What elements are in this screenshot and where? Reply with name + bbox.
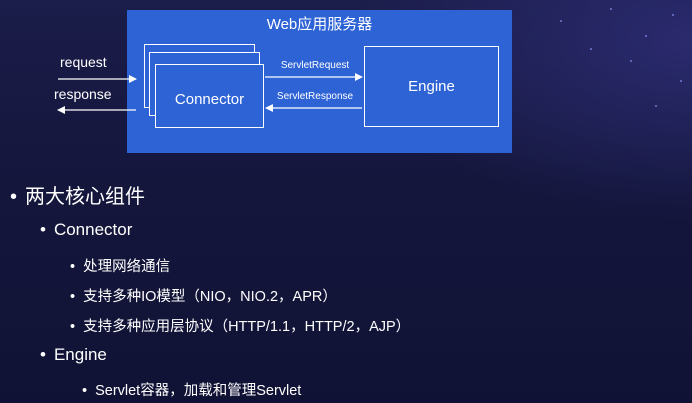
connector-box: [155, 64, 264, 128]
bullet-connector: •Connector: [40, 220, 133, 239]
request-label: request: [60, 54, 107, 70]
bullet-engine: •Engine: [40, 345, 107, 364]
bullet-dot: •: [82, 383, 88, 399]
bullet-dot: •: [70, 259, 76, 275]
bullet-dot: •: [40, 345, 46, 364]
star-decoration: [655, 105, 657, 107]
star-decoration: [610, 8, 612, 10]
bullet-core-components: •两大核心组件: [10, 186, 146, 208]
star-decoration: [560, 20, 562, 22]
bullet-dot: •: [40, 220, 46, 239]
connector-label: Connector: [174, 90, 245, 108]
star-decoration: [630, 60, 632, 62]
servlet-request-label: ServletRequest: [280, 60, 350, 71]
bullet-app-protocols: •支持多种应用层协议（HTTP/1.1，HTTP/2，AJP）: [70, 319, 411, 335]
bullet-dot: •: [10, 186, 18, 208]
bullet-io-models: •支持多种IO模型（NIO，NIO.2，APR）: [70, 289, 337, 305]
response-label: response: [54, 86, 112, 102]
web-server-title: Web应用服务器: [266, 16, 373, 33]
servlet-response-label: ServletResponse: [276, 91, 354, 102]
star-decoration: [645, 35, 647, 37]
star-decoration: [590, 48, 592, 50]
bullet-servlet-container: •Servlet容器，加载和管理Servlet: [82, 383, 302, 399]
engine-box: Engine: [364, 46, 499, 127]
star-decoration: [672, 14, 674, 16]
star-decoration: [680, 80, 682, 82]
bullet-dot: •: [70, 289, 76, 305]
bullet-network-communication: •处理网络通信: [70, 259, 171, 275]
engine-label: Engine: [408, 78, 455, 95]
bullet-dot: •: [70, 319, 76, 335]
